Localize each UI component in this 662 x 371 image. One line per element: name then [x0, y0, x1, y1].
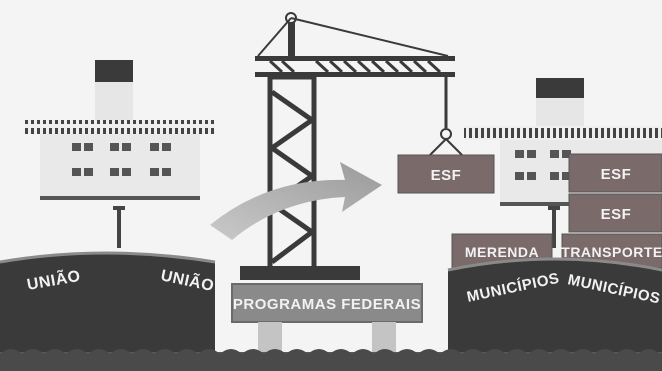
- crane-base: [240, 266, 360, 280]
- right-ship-funnel: [536, 98, 584, 126]
- right-container-esf-1-label: ESF: [601, 166, 632, 183]
- right-ship-mast: [552, 208, 556, 248]
- right-ship-hull: [448, 259, 662, 371]
- crane-jib-lattice: [268, 59, 442, 74]
- water: [0, 349, 662, 371]
- hanging-container-label: ESF: [431, 167, 462, 184]
- right-container-esf-1: [568, 153, 662, 193]
- left-ship-cabin: [40, 134, 200, 200]
- right-container-transporte-label: TRANSPORTE: [561, 244, 662, 260]
- right-ship: ESF ESF MERENDA TRANSPORTE MUNICÍPIOS MU…: [447, 78, 662, 371]
- crane-tower-lattice: [267, 89, 317, 264]
- right-ship-rail: [464, 126, 662, 140]
- crane-platform-label: PROGRAMAS FEDERAIS: [233, 296, 421, 313]
- left-ship-hull: [0, 253, 215, 371]
- left-ship-deck-line: [40, 196, 200, 200]
- right-container-merenda-label: MERENDA: [465, 244, 539, 260]
- left-ship-mast: [117, 208, 121, 248]
- crane-platform: [231, 283, 423, 323]
- left-ship-rail: [25, 120, 215, 134]
- crane: PROGRAMAS FEDERAIS ESF: [231, 12, 495, 371]
- transfer-arrow-icon: [210, 162, 382, 240]
- crane-jib-top: [255, 56, 455, 61]
- crane-jib-bottom: [255, 72, 455, 77]
- right-container-esf-2-label: ESF: [601, 206, 632, 223]
- hanging-container: [397, 154, 495, 194]
- left-ship-funnel: [95, 82, 133, 120]
- left-ship-windows: [72, 143, 171, 176]
- right-ship-funnel-top: [536, 78, 584, 98]
- right-container-esf-2: [568, 193, 662, 233]
- left-ship-funnel-top: [95, 60, 133, 82]
- left-ship: UNIÃO UNIÃO: [0, 60, 216, 371]
- right-ship-windows: [515, 150, 571, 180]
